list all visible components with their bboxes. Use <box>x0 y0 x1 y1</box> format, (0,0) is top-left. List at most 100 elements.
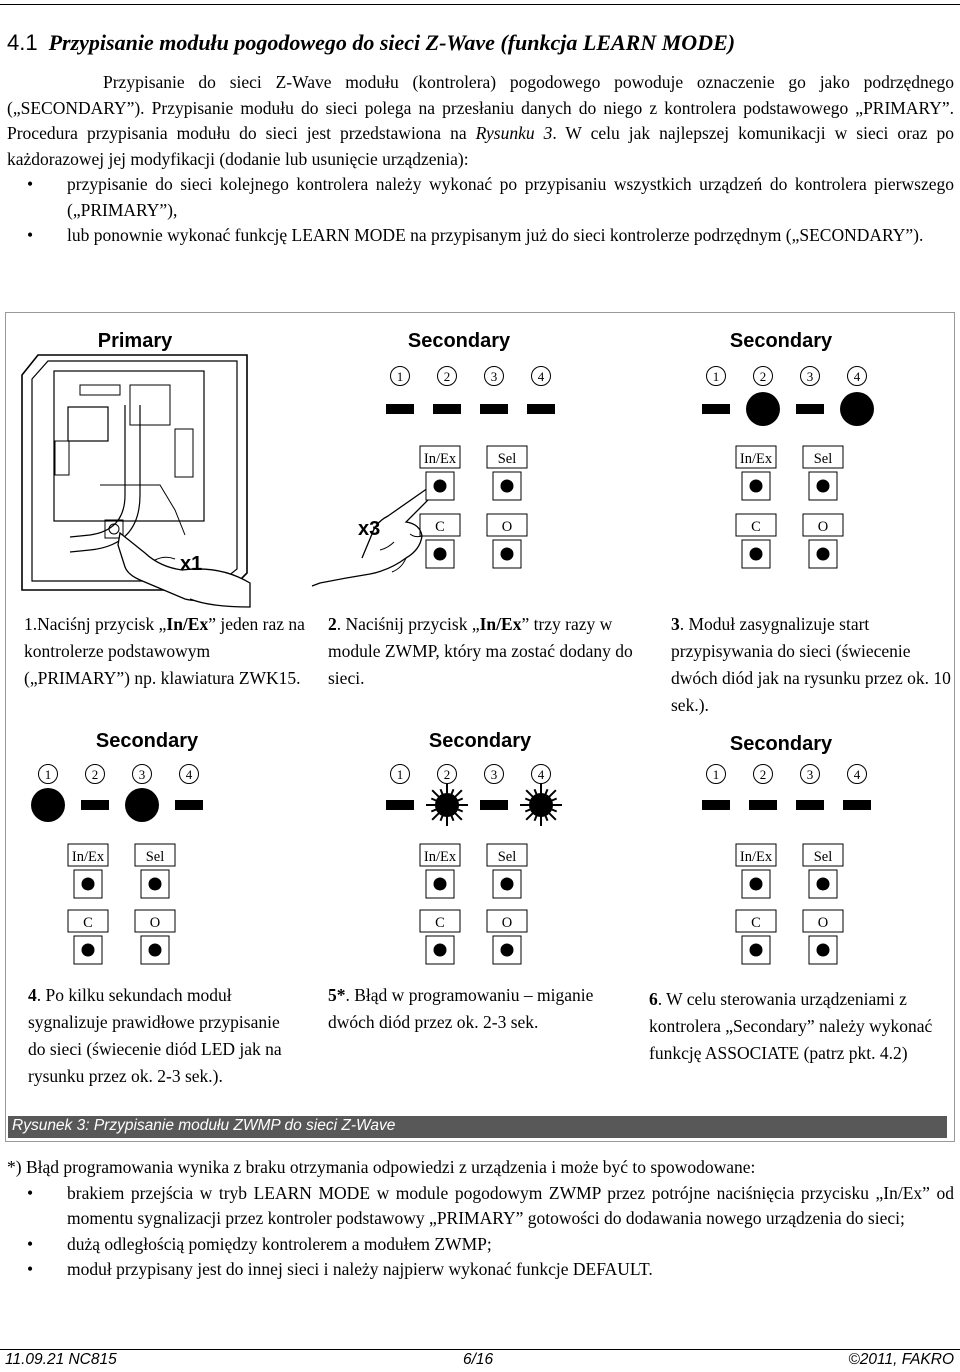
step-number: 3 <box>671 614 680 634</box>
led-ray <box>456 808 464 813</box>
footer-page-number: 6/16 <box>463 1351 494 1368</box>
led-blink-dot <box>435 793 459 817</box>
section-number: 4.1 <box>7 30 38 55</box>
led-on-dot <box>125 788 159 822</box>
led-number-2: 2 <box>760 369 767 384</box>
led-ray <box>431 789 440 798</box>
c-button[interactable] <box>741 935 771 965</box>
led-ray <box>456 797 464 802</box>
led-on-dot <box>31 788 65 822</box>
bullet: • <box>27 1233 34 1254</box>
inex-label: In/Ex <box>740 451 773 467</box>
c-label: C <box>435 915 445 931</box>
section-title: Przypisanie modułu pogodowego do sieci Z… <box>48 30 736 55</box>
led-3 <box>125 788 159 822</box>
step-text: .Naciśnj przycisk „ <box>32 614 167 634</box>
figure-frame <box>5 312 955 1142</box>
sel-label: Sel <box>814 849 833 865</box>
led-3 <box>796 404 824 414</box>
sel-label: Sel <box>814 451 833 467</box>
step-number: 2 <box>328 614 337 634</box>
led-number-3: 3 <box>139 767 146 782</box>
footer-doc-id: 11.09.21 NC815 <box>5 1351 117 1368</box>
c-button[interactable] <box>425 539 455 569</box>
inex-led <box>749 479 763 493</box>
bullet-text: moduł przypisany jest do innej sieci i n… <box>67 1259 653 1279</box>
panel-title-secondary: Secondary <box>729 330 833 352</box>
bullet-text: przypisanie do sieci kolejnego kontroler… <box>67 174 954 220</box>
led-4 <box>840 392 874 426</box>
led-ray <box>550 808 558 813</box>
inex-button[interactable] <box>425 869 455 899</box>
intro-text: Przypisanie do sieci Z-Wave modułu (kont… <box>7 70 954 249</box>
list-item: •przypisanie do sieci kolejnego kontrole… <box>7 172 954 223</box>
led-row <box>702 392 874 426</box>
led-number-3: 3 <box>807 767 814 782</box>
bullet: • <box>27 1259 34 1279</box>
led-ray <box>544 788 549 796</box>
panel-title-secondary: Secondary <box>407 330 511 352</box>
panel-title-secondary: Secondary <box>428 730 532 752</box>
step-number: 4 <box>28 985 37 1005</box>
led-number-2: 2 <box>760 767 767 782</box>
led-1 <box>702 800 730 810</box>
led-number-1: 1 <box>713 767 720 782</box>
sel-led <box>816 479 830 493</box>
led-4 <box>527 404 555 414</box>
list-item: •dużą odległością pomiędzy kontrolerem a… <box>7 1232 954 1258</box>
sel-label: Sel <box>146 849 165 865</box>
led-blink-dot <box>529 793 553 817</box>
panel-title-primary: Primary <box>97 330 173 352</box>
led-ray <box>548 789 557 798</box>
led-2 <box>81 800 109 810</box>
led-3 <box>480 404 508 414</box>
o-label: O <box>150 915 160 931</box>
inex-led <box>433 877 447 891</box>
o-button[interactable] <box>492 539 522 569</box>
led-number-4: 4 <box>186 767 193 782</box>
led-4 <box>843 800 871 810</box>
sel-label: Sel <box>498 451 517 467</box>
step-text: . Błąd w programowaniu – miganie dwóch d… <box>328 985 594 1032</box>
o-led <box>816 943 830 957</box>
module-panel-5: 1 2 3 4 In/Ex Sel C O <box>386 764 562 965</box>
led-1 <box>702 404 730 414</box>
led-row <box>31 788 203 822</box>
panel-title-secondary: Secondary <box>729 733 833 755</box>
o-led <box>500 547 514 561</box>
led-ray <box>525 812 534 821</box>
led-off-bar <box>796 404 824 414</box>
led-ray <box>525 789 534 798</box>
led-3 <box>796 800 824 810</box>
led-number-1: 1 <box>397 369 404 384</box>
led-number-1: 1 <box>45 767 52 782</box>
led-off-bar <box>480 800 508 810</box>
led-number-1: 1 <box>713 369 720 384</box>
step-3-description: 3. Moduł zasygnalizuje start przypisywan… <box>671 611 956 719</box>
led-2 <box>749 800 777 810</box>
led-number-3: 3 <box>491 369 498 384</box>
led-2 <box>426 784 468 826</box>
footnote-text: *) Błąd programowania wynika z braku otr… <box>7 1157 756 1177</box>
led-off-bar <box>702 404 730 414</box>
step-2-description: 2. Naciśnij przycisk „In/Ex” trzy razy w… <box>328 611 636 692</box>
led-2 <box>433 404 461 414</box>
step-text: . Po kilku sekundach moduł sygnalizuje p… <box>28 985 282 1086</box>
sel-led <box>816 877 830 891</box>
panel-title-secondary: Secondary <box>95 730 199 752</box>
led-off-bar <box>433 404 461 414</box>
step-number: 6 <box>649 989 658 1009</box>
list-item: •brakiem przejścia w tryb LEARN MODE w m… <box>7 1181 954 1232</box>
led-number-2: 2 <box>92 767 99 782</box>
inex-label: In/Ex <box>424 451 457 467</box>
step-number: 5* <box>328 985 346 1005</box>
c-led <box>433 547 447 561</box>
led-row <box>386 404 555 414</box>
led-number-2: 2 <box>444 369 451 384</box>
o-button[interactable] <box>492 935 522 965</box>
module-panel-2: 1 2 3 4 In/Ex Sel C O <box>386 366 555 569</box>
o-label: O <box>818 915 828 931</box>
led-1 <box>31 788 65 822</box>
led-number-labels: 1 2 3 4 <box>390 366 551 386</box>
c-led <box>433 943 447 957</box>
